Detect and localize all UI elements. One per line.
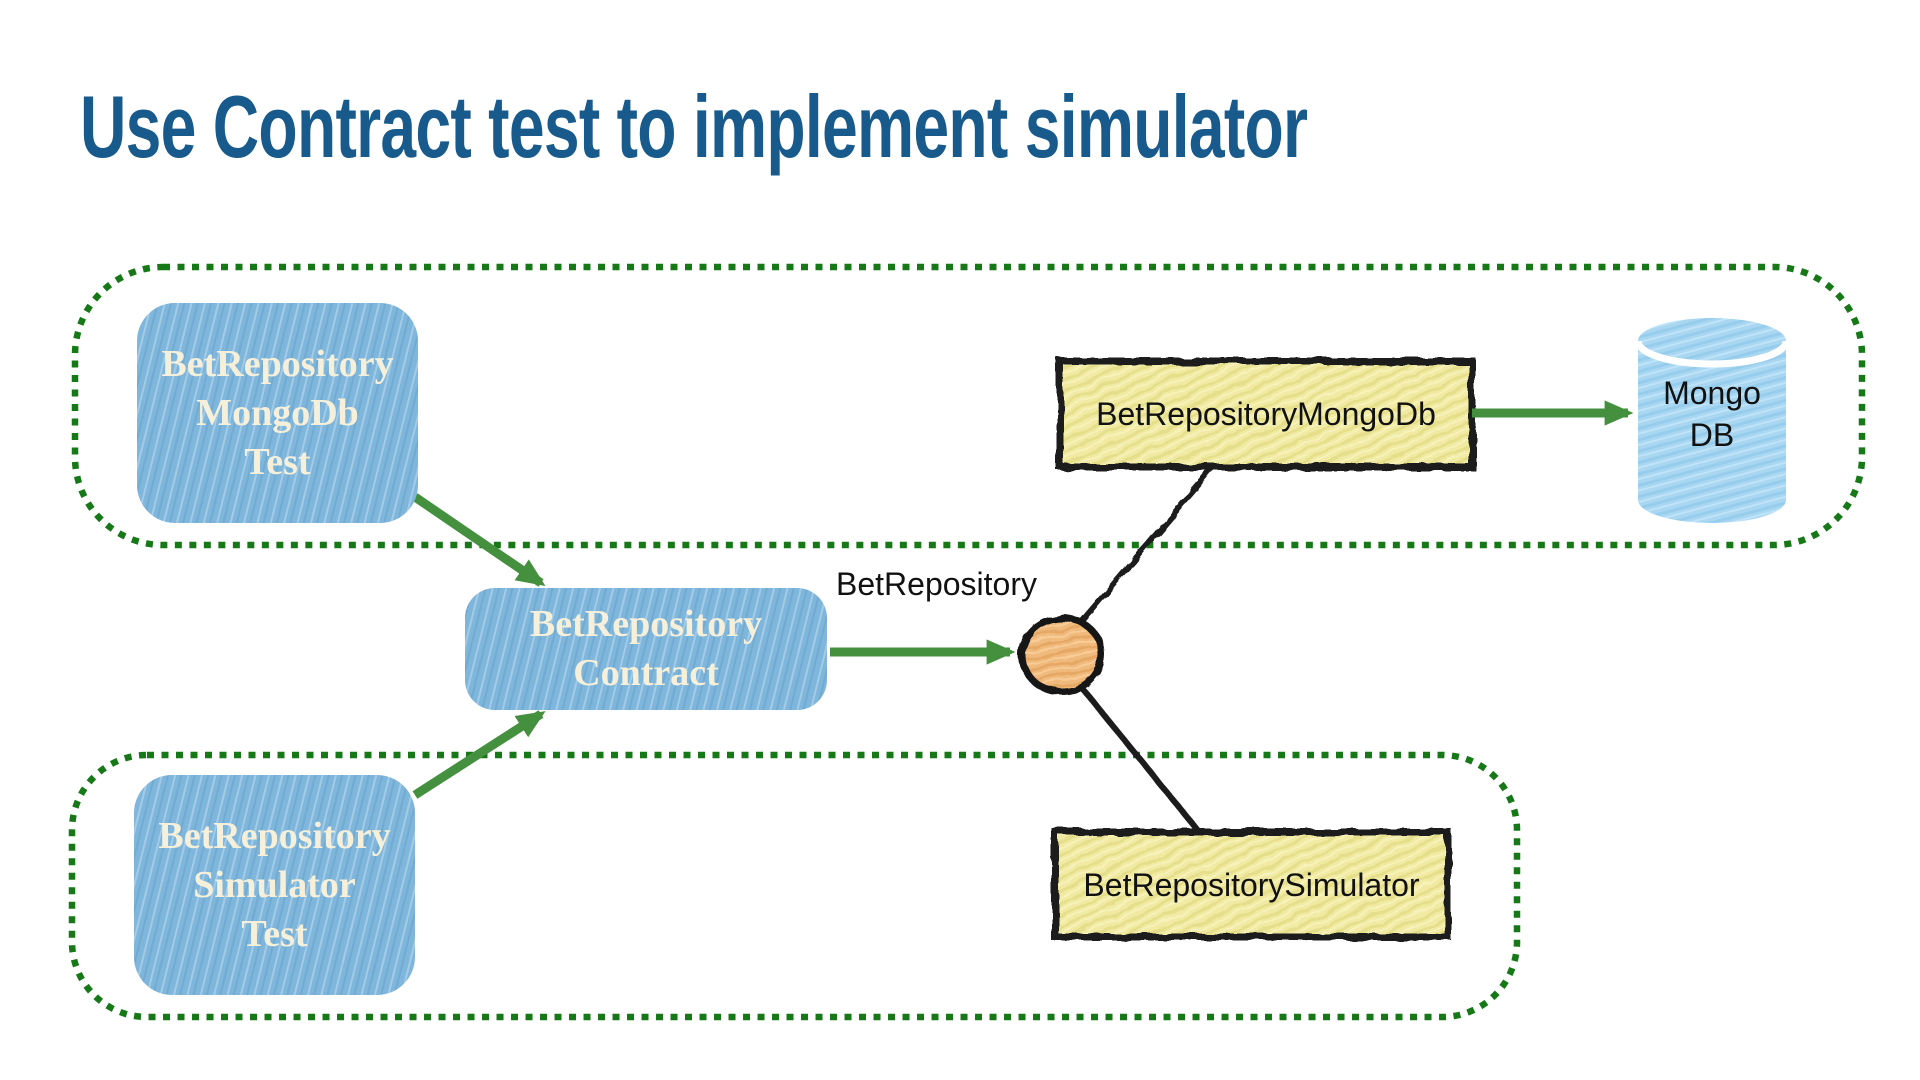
mongodb-test-box: BetRepository MongoDb Test xyxy=(137,303,418,523)
mongodb-scope-border xyxy=(71,263,1866,549)
mongodb-test-box-line: BetRepository xyxy=(161,342,394,385)
database-label-line: DB xyxy=(1689,417,1735,453)
database-cylinder xyxy=(1634,318,1790,523)
line-interface-to-simulator-impl xyxy=(1079,685,1203,836)
simulator-impl-box-shape xyxy=(1051,828,1452,941)
simulator-test-box-line: BetRepository xyxy=(158,814,391,857)
arrow-simulator-test-to-contract xyxy=(412,710,546,799)
contract-box: BetRepository Contract xyxy=(465,588,827,710)
contract-box-line: BetRepository xyxy=(529,603,763,645)
arrow-mongodb-test-to-contract xyxy=(412,493,546,587)
mongodb-impl-box-shape xyxy=(1056,357,1476,471)
database-label-line: Mongo xyxy=(1663,375,1761,411)
simulator-scope-border xyxy=(68,751,1521,1021)
mongodb-test-box-line: MongoDb xyxy=(196,391,359,434)
simulator-test-box-line: Test xyxy=(241,912,308,955)
mongodb-impl-label: BetRepositoryMongoDb xyxy=(1096,396,1436,432)
line-interface-to-mongodb-impl xyxy=(1080,467,1214,623)
contract-box-line: Contract xyxy=(573,652,719,694)
database-label: Mongo DB xyxy=(1638,372,1786,456)
interface-node-circle xyxy=(1018,614,1106,696)
slide-title: Use Contract test to implement simulator xyxy=(80,77,1308,176)
simulator-impl-label: BetRepositorySimulator xyxy=(1083,866,1420,903)
mongodb-test-box-line: Test xyxy=(244,440,311,483)
interface-label: BetRepository xyxy=(836,566,1037,602)
simulator-test-box: BetRepository Simulator Test xyxy=(134,775,415,995)
simulator-test-box-line: Simulator xyxy=(193,863,356,906)
